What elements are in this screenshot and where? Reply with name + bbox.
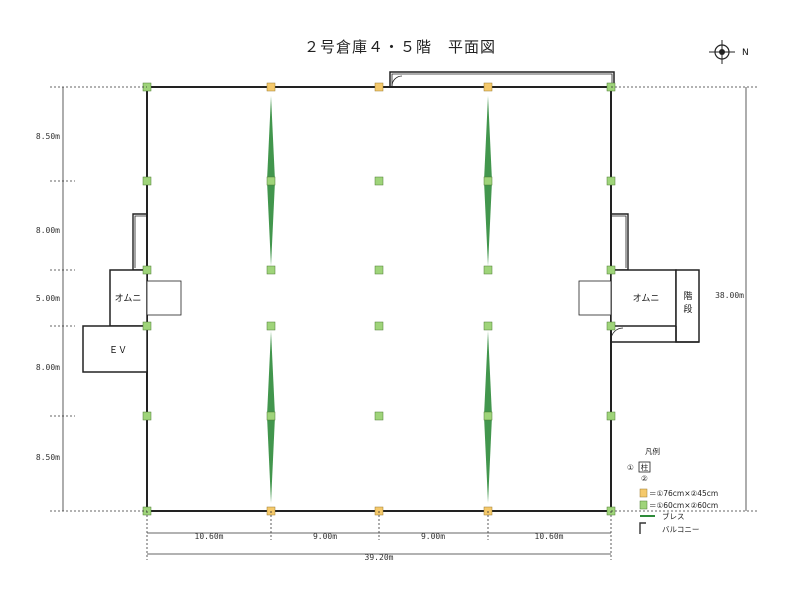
brace-group bbox=[267, 96, 492, 503]
legend-item-4: バルコニー bbox=[662, 525, 699, 534]
stairs-label-2: 段 bbox=[683, 303, 692, 315]
dimension-left bbox=[50, 86, 147, 512]
column bbox=[606, 176, 616, 186]
column bbox=[266, 176, 276, 186]
dimension-bottom bbox=[146, 511, 612, 560]
omuni-left-label: オムニ bbox=[115, 293, 142, 304]
legend-key-top: ① bbox=[627, 463, 634, 472]
dim-bottom-total: 39.20m bbox=[365, 553, 394, 562]
page-title: ２号倉庫４・５階 平面図 bbox=[304, 38, 496, 56]
omuni-room-right bbox=[578, 269, 677, 341]
dim-left-2: 8.00m bbox=[36, 226, 60, 235]
column bbox=[142, 321, 152, 331]
column bbox=[266, 321, 276, 331]
building-outline bbox=[146, 86, 612, 512]
legend-swatch-orange bbox=[639, 488, 648, 498]
column bbox=[374, 411, 384, 421]
dim-left-4: 8.00m bbox=[36, 363, 60, 372]
column bbox=[374, 265, 384, 275]
dim-left-5: 8.50m bbox=[36, 453, 60, 462]
column bbox=[142, 265, 152, 275]
column bbox=[266, 265, 276, 275]
dim-bottom-3: 9.00m bbox=[421, 532, 445, 541]
dim-bottom-4: 10.60m bbox=[535, 532, 564, 541]
legend: 凡例 ① 柱 ② ＝①76cm×②45cm ＝①60cm×②60cm ブレス バ… bbox=[627, 446, 718, 534]
ev-label: ＥＶ bbox=[109, 346, 127, 356]
column bbox=[142, 176, 152, 186]
column-group bbox=[142, 82, 616, 516]
column bbox=[266, 82, 276, 92]
compass-icon bbox=[709, 40, 735, 64]
balcony-top bbox=[389, 71, 615, 86]
column bbox=[266, 411, 276, 421]
dim-bottom-1: 10.60m bbox=[195, 532, 224, 541]
column bbox=[374, 176, 384, 186]
column bbox=[483, 176, 493, 186]
legend-key-box: 柱 bbox=[641, 462, 649, 472]
stairs bbox=[611, 269, 700, 343]
legend-title: 凡例 bbox=[645, 446, 660, 456]
dimension-right bbox=[611, 86, 758, 512]
elevator bbox=[82, 325, 148, 373]
legend-balcony-icon bbox=[639, 522, 646, 534]
compass-label: N bbox=[742, 48, 749, 58]
stairs-label-1: 階 bbox=[683, 291, 692, 302]
column bbox=[374, 321, 384, 331]
column bbox=[483, 82, 493, 92]
column bbox=[606, 411, 616, 421]
dim-left-1: 8.50m bbox=[36, 132, 60, 141]
balcony-right bbox=[611, 213, 629, 271]
column bbox=[483, 265, 493, 275]
omuni-right-label: オムニ bbox=[633, 293, 660, 304]
column bbox=[483, 411, 493, 421]
legend-item-3: ブレス bbox=[662, 511, 685, 521]
dim-right-total: 38.00m bbox=[715, 291, 744, 300]
column bbox=[606, 321, 616, 331]
legend-item-1: ＝①76cm×②45cm bbox=[649, 489, 718, 498]
column bbox=[483, 321, 493, 331]
legend-key-bottom: ② bbox=[641, 474, 648, 483]
legend-item-2: ＝①60cm×②60cm bbox=[649, 501, 718, 510]
legend-swatch-green bbox=[639, 500, 648, 510]
dim-bottom-2: 9.00m bbox=[313, 532, 337, 541]
column bbox=[142, 411, 152, 421]
column bbox=[606, 265, 616, 275]
column bbox=[374, 82, 384, 92]
dim-left-3: 5.00m bbox=[36, 294, 60, 303]
